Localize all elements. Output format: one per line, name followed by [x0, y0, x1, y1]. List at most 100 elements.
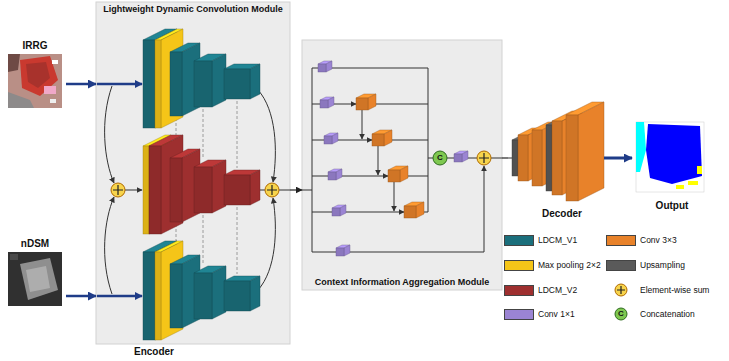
connector-arrow	[66, 83, 96, 86]
cube-side	[161, 135, 183, 234]
ciam-panel	[302, 40, 502, 290]
fusion-arrow	[105, 197, 114, 294]
legend-item: LDCM_V1	[504, 233, 577, 247]
class-region	[676, 185, 684, 189]
cube-side	[368, 94, 376, 110]
legend-text: Max pooling 2×2	[538, 260, 601, 270]
conv3-cube	[404, 202, 424, 218]
cube-front	[170, 264, 182, 328]
legend-text: LDCM_V1	[538, 235, 577, 245]
plus-sign	[267, 185, 277, 195]
plus-sign	[113, 185, 123, 195]
ldcm-v1-block	[224, 64, 260, 99]
conv3-cube	[388, 166, 408, 182]
image-blob	[10, 254, 18, 260]
output-image	[636, 122, 704, 192]
conv1-cube	[332, 205, 346, 216]
branch-line	[408, 176, 428, 177]
legend-text: Element-wise sum	[640, 285, 709, 295]
ldcm-v1-block	[194, 266, 226, 319]
sum-symbol	[111, 183, 125, 197]
module-panel: Lightweight Dynamic Convolution ModuleEn…	[96, 2, 290, 360]
image-panel: Output	[632, 118, 712, 214]
legend-text: Conv 1×1	[538, 309, 575, 319]
ldcm-v2-block	[194, 160, 226, 213]
cube-side	[336, 169, 342, 180]
legend-swatch	[504, 309, 534, 320]
image-ground	[8, 54, 62, 108]
cube-front	[404, 206, 416, 218]
cube-side	[384, 130, 392, 146]
image-height	[20, 258, 58, 300]
image-patch	[44, 86, 56, 94]
symbol-letter: C	[437, 154, 443, 162]
connector-arrow	[66, 295, 96, 298]
cube-side	[416, 202, 424, 218]
dashed-link	[203, 109, 204, 158]
cube-side	[332, 133, 338, 144]
cube-side	[328, 97, 334, 108]
ldcm-v2-block	[149, 135, 183, 234]
cube-side	[250, 170, 260, 205]
legend-swatch	[606, 260, 636, 271]
cube-side	[161, 241, 183, 340]
branch-line	[334, 104, 356, 105]
ndsm-image	[8, 252, 62, 306]
legend-symbols	[615, 284, 627, 320]
cascade-line	[378, 146, 379, 175]
image-car	[50, 99, 56, 103]
cube-front	[388, 170, 400, 182]
dashed-link	[237, 207, 238, 274]
collector-line	[428, 68, 429, 212]
module-title: Context Information Aggregation Module	[315, 277, 490, 288]
cube-front	[170, 52, 182, 116]
ldcm-v1-block	[224, 276, 260, 311]
cube-side	[326, 61, 332, 72]
decoder-group: Decoder	[508, 100, 616, 222]
cube-front	[194, 273, 212, 319]
image-building	[20, 56, 58, 96]
sum-circle	[111, 183, 125, 197]
cascade-line	[394, 182, 395, 211]
class-region	[688, 181, 698, 185]
legend-text: LDCM_V2	[538, 285, 577, 295]
module-panel: Context Information Aggregation Module	[302, 40, 502, 290]
ldcm-v2-block	[224, 170, 260, 205]
legend-text: Upsampling	[640, 260, 685, 270]
sum-symbol	[265, 183, 279, 197]
branch-line	[424, 212, 428, 213]
image-roof	[26, 62, 50, 88]
input-arrow	[97, 83, 142, 86]
legend-spacer	[606, 285, 636, 296]
sum-circle	[265, 183, 279, 197]
cube-front	[224, 69, 250, 99]
cube-front	[143, 40, 155, 128]
encoder-panel	[96, 2, 290, 344]
collector-line	[428, 158, 433, 159]
image-title: nDSM	[21, 238, 49, 250]
cube-side	[340, 205, 346, 216]
bus-line	[312, 68, 313, 252]
stage-title: Encoder	[134, 346, 174, 358]
image-title: Output	[656, 200, 689, 212]
branch-line	[312, 104, 320, 105]
cube-front	[224, 175, 250, 205]
concat-circle	[433, 151, 447, 165]
branch-line	[468, 158, 477, 159]
conv1-cube	[318, 61, 332, 72]
module-title: Lightweight Dynamic Convolution Module	[103, 4, 283, 15]
image-height	[26, 266, 50, 292]
dashed-link	[203, 215, 204, 264]
cube-front	[318, 64, 326, 72]
conv3-cube	[372, 130, 392, 146]
cube-front	[155, 40, 161, 128]
cube-front	[372, 134, 384, 146]
legend-item: Conv 3×3	[606, 233, 677, 247]
image-panel: nDSM	[4, 236, 66, 310]
legend-text: Conv 3×3	[640, 235, 677, 245]
sum-symbol	[477, 151, 491, 165]
cube-front	[332, 208, 340, 216]
sum-circle	[615, 284, 627, 296]
